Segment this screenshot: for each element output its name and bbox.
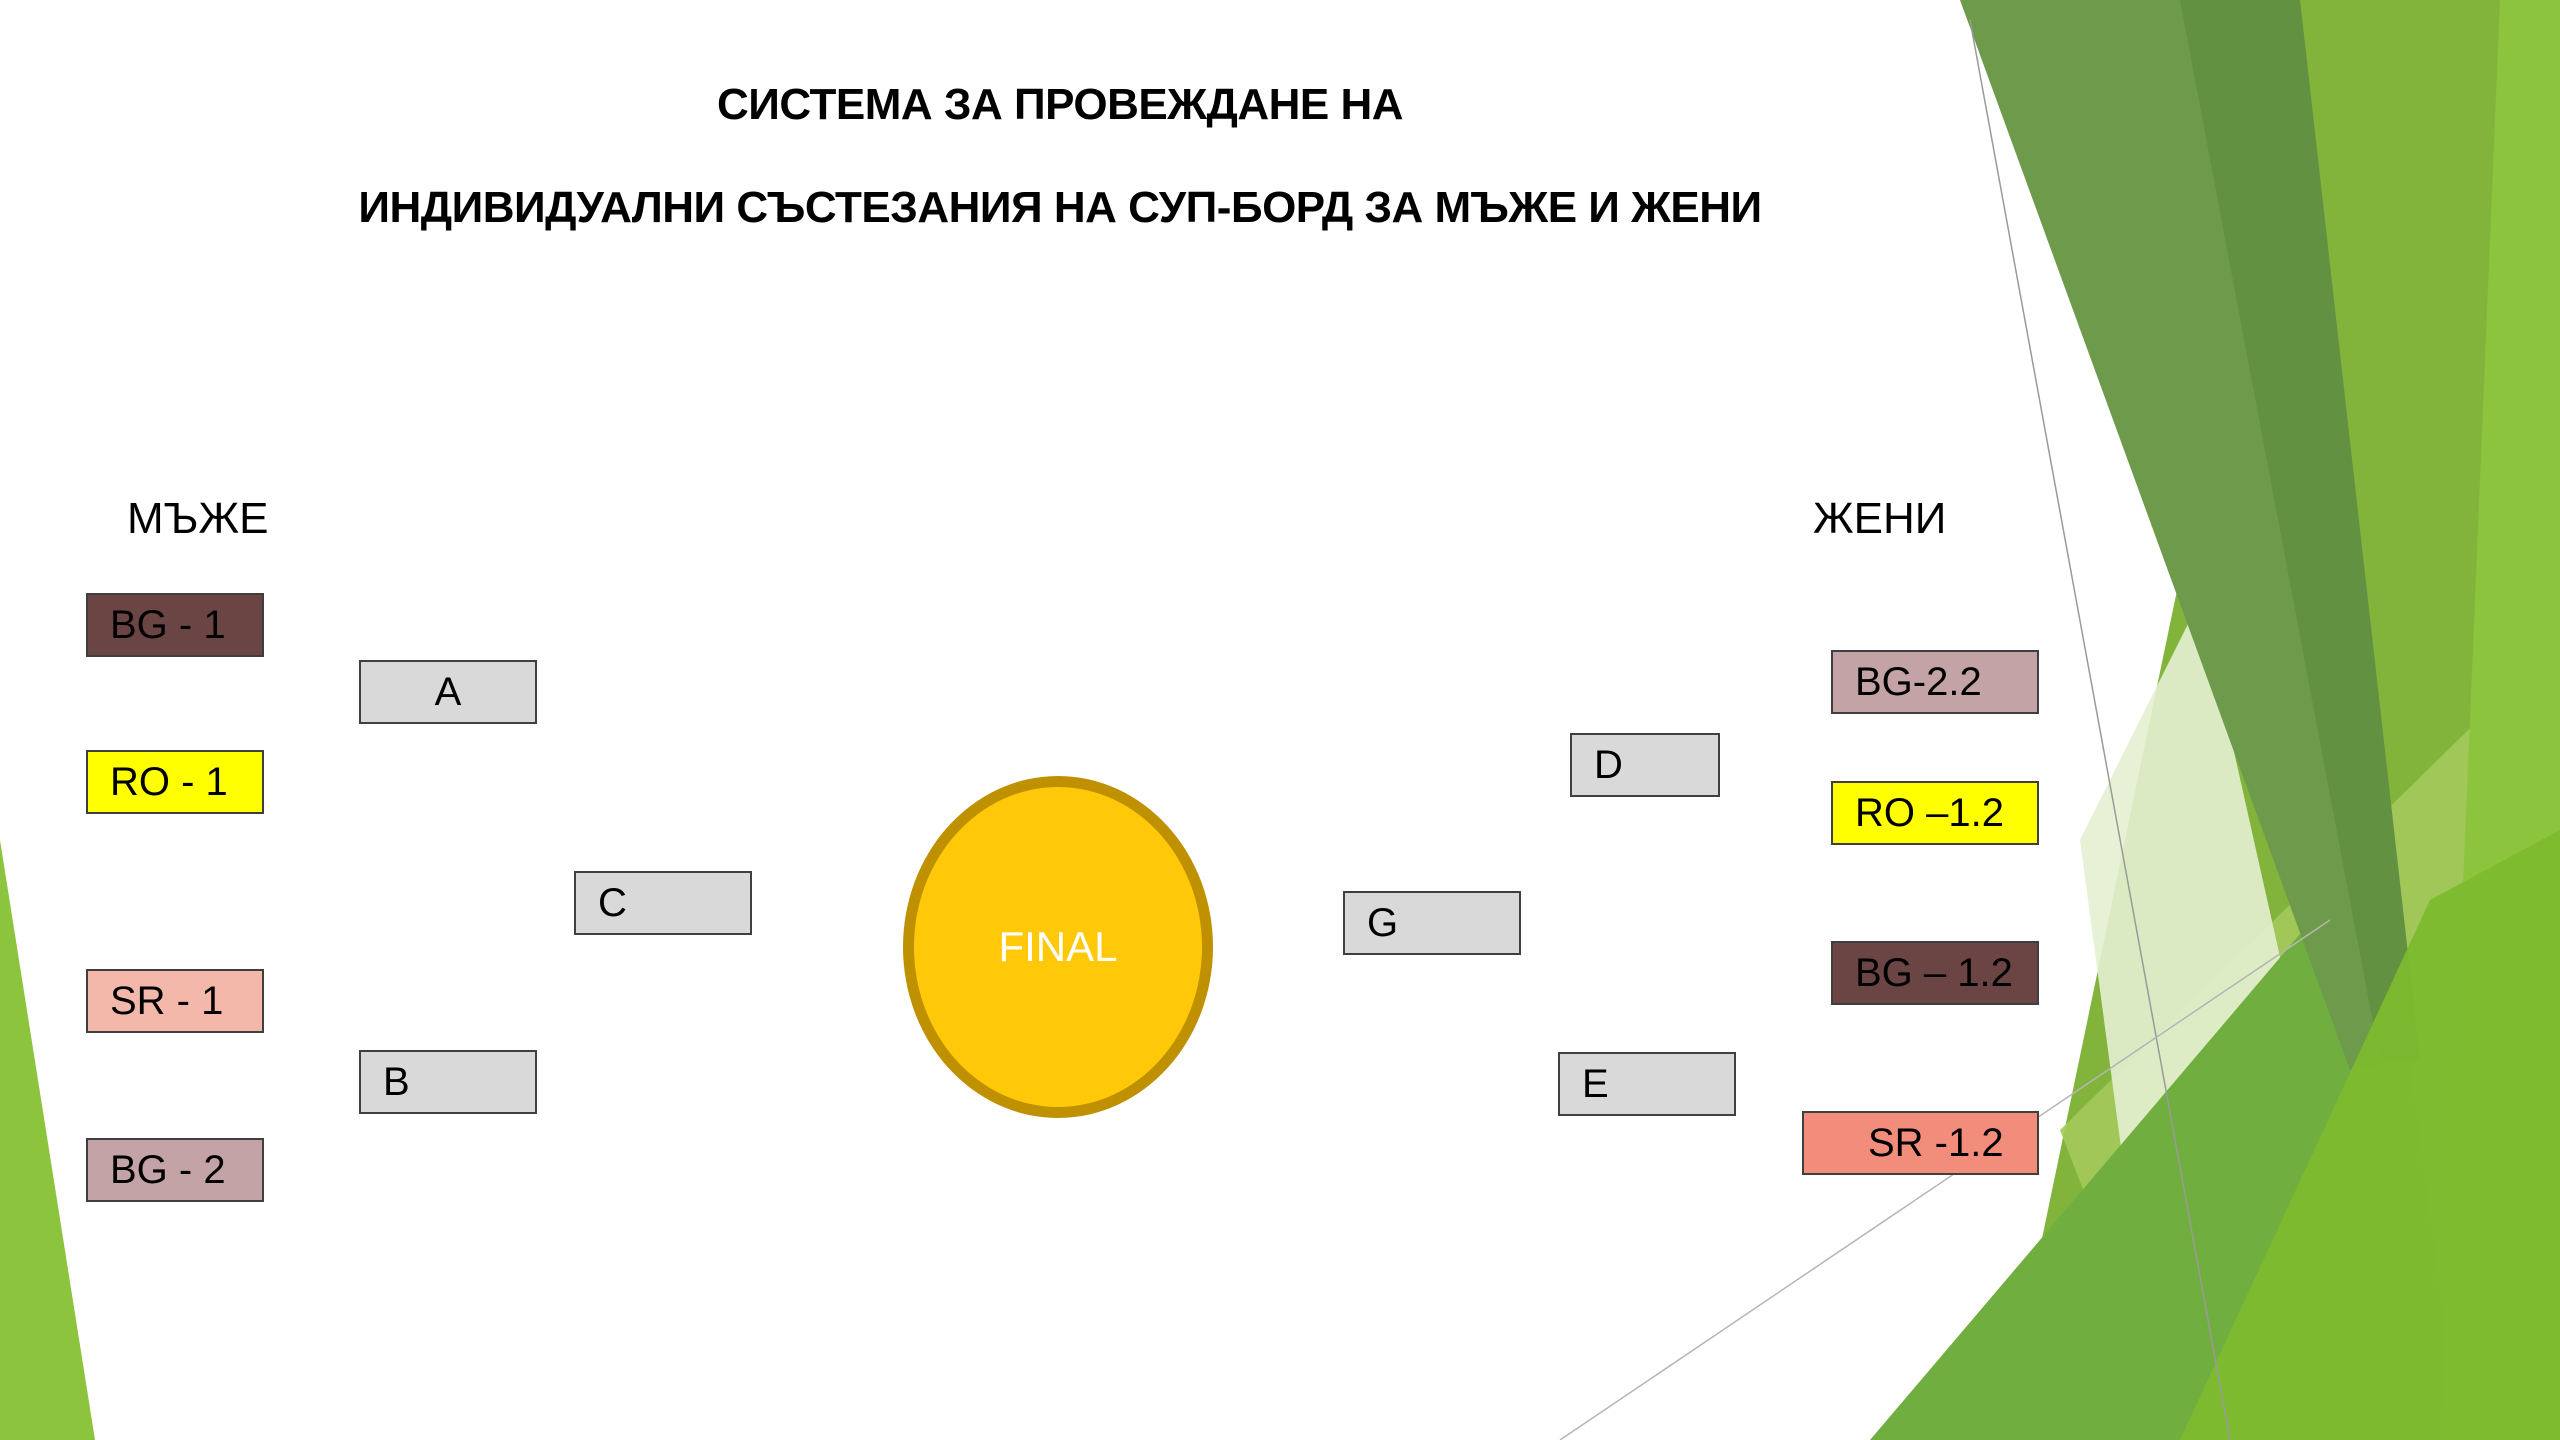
men-entry-3: SR - 1 (86, 969, 264, 1033)
women-entry-1: BG-2.2 (1831, 650, 2039, 714)
women-entry-3: BG – 1.2 (1831, 941, 2039, 1005)
title-line-2: ИНДИВИДУАЛНИ СЪСТЕЗАНИЯ НА СУП-БОРД ЗА М… (358, 183, 1762, 232)
round-a-slot: A (359, 660, 537, 724)
left-green-strip (0, 840, 95, 1440)
final-label: FINAL (998, 923, 1118, 970)
women-entry-2: RO –1.2 (1831, 781, 2039, 845)
facet-green-bottom (2180, 830, 2560, 1440)
facet-green-darker (2180, 0, 2420, 1060)
title-line-1: СИСТЕМА ЗА ПРОВЕЖДАНЕ НА (716, 80, 1404, 129)
round-e-slot: E (1558, 1052, 1736, 1116)
round-g-slot: G (1343, 891, 1521, 955)
thin-line-2 (1559, 919, 2331, 1440)
round-b-slot: B (359, 1050, 537, 1114)
round-d-slot: D (1570, 733, 1720, 797)
thin-line-1 (1969, 19, 2231, 1440)
final-circle: FINAL (903, 776, 1213, 1118)
men-label: МЪЖЕ (127, 494, 269, 543)
men-entry-4: BG - 2 (86, 1138, 264, 1202)
men-entry-1: BG - 1 (86, 593, 264, 657)
women-entry-4: SR -1.2 (1802, 1111, 2039, 1175)
round-c-slot: C (574, 871, 752, 935)
women-label: ЖЕНИ (1813, 494, 1947, 543)
men-entry-2: RO - 1 (86, 750, 264, 814)
